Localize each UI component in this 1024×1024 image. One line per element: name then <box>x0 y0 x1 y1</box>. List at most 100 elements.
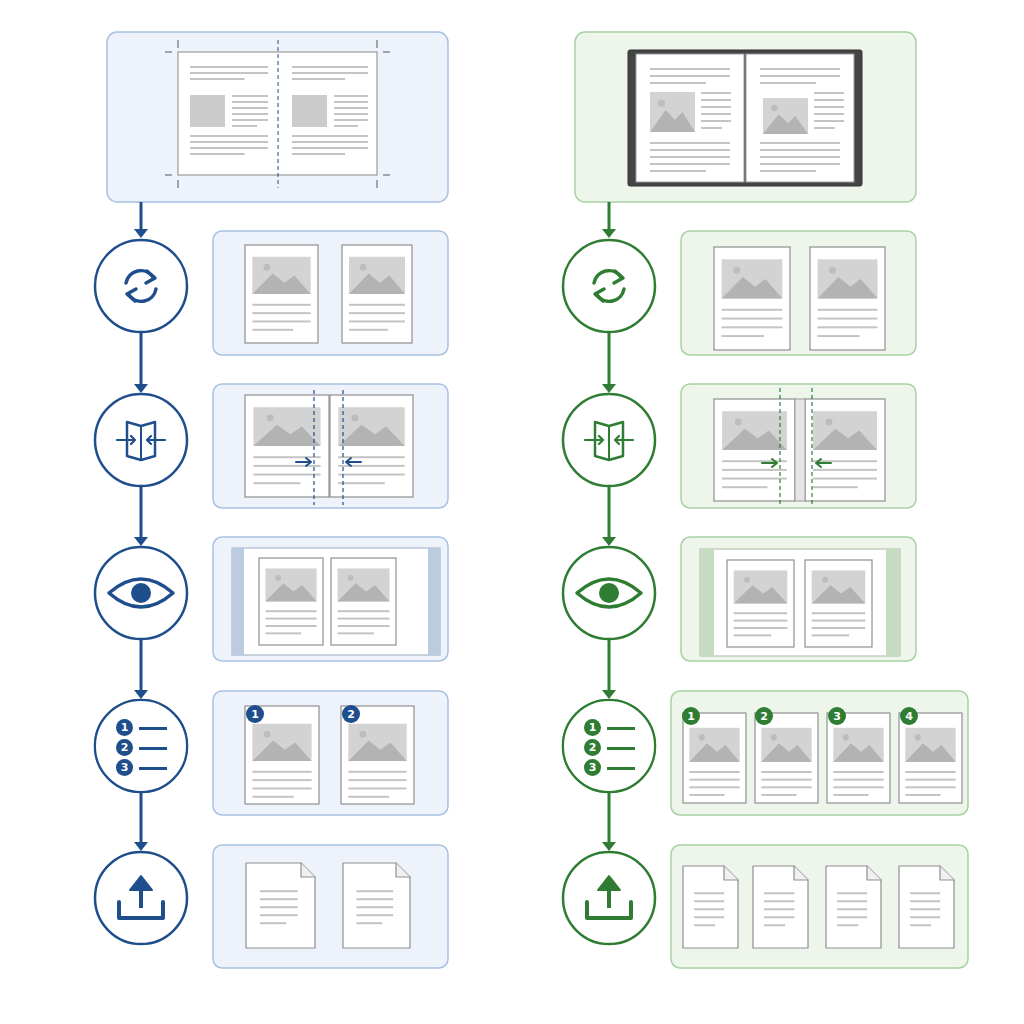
crop-mark <box>165 52 172 53</box>
sun <box>771 105 777 111</box>
text-line <box>650 156 730 158</box>
text-line <box>650 149 730 151</box>
text-line <box>348 779 406 781</box>
list-row: 1 <box>584 719 636 737</box>
text-line <box>905 779 955 781</box>
text-line <box>701 113 731 115</box>
crop-mark <box>377 180 378 188</box>
text-line <box>650 75 730 77</box>
text-line <box>260 906 298 908</box>
flow-arrow <box>140 793 143 844</box>
text-line <box>338 632 374 634</box>
gutter-guide <box>313 390 314 505</box>
step-panel <box>213 384 448 508</box>
text-line <box>818 309 878 311</box>
preview-bar <box>886 549 900 656</box>
arrow-head <box>602 842 616 851</box>
image-placeholder <box>252 257 310 294</box>
spine-gap <box>795 399 805 501</box>
flow-arrow <box>608 202 611 231</box>
list-number: 2 <box>116 739 133 756</box>
document-fold <box>940 866 954 880</box>
step-circle <box>563 700 655 792</box>
text-line <box>252 779 311 781</box>
flow-arrow <box>140 640 143 692</box>
text-line <box>190 66 268 68</box>
text-line <box>760 68 840 70</box>
inward-arrow <box>147 436 165 444</box>
text-line <box>837 924 858 926</box>
text-line <box>722 318 783 320</box>
image-placeholder <box>338 568 390 601</box>
eye-pupil <box>131 583 151 603</box>
text-line <box>694 900 724 902</box>
text-line <box>356 922 382 924</box>
text-line <box>253 456 320 458</box>
page <box>827 713 890 803</box>
document <box>753 866 808 948</box>
list-row: 2 <box>584 739 636 757</box>
text-line <box>764 916 794 918</box>
text-line <box>905 771 955 773</box>
text-line <box>837 916 867 918</box>
list-row: 1 <box>116 719 168 737</box>
export-icon <box>119 876 163 918</box>
text-line <box>334 125 358 127</box>
text-line <box>232 95 268 97</box>
text-line <box>694 924 715 926</box>
text-line <box>252 796 293 798</box>
crop-mark <box>165 175 172 176</box>
text-line <box>760 75 840 77</box>
preview-icon <box>109 579 173 607</box>
text-line <box>338 465 404 467</box>
image-placeholder <box>252 724 311 761</box>
text-line <box>650 142 730 144</box>
image-placeholder <box>253 407 320 446</box>
sun <box>843 734 849 740</box>
mountain <box>252 741 311 761</box>
book-spine <box>608 426 610 460</box>
text-line <box>292 153 345 155</box>
arrow-head <box>134 229 148 238</box>
step-panel <box>681 231 916 355</box>
mountain <box>252 274 310 294</box>
text-line <box>734 627 788 629</box>
page-number: 2 <box>760 711 768 722</box>
text-line <box>232 101 268 103</box>
arrow-head <box>134 690 148 699</box>
spread-icon <box>117 422 165 460</box>
step-panel <box>671 845 968 968</box>
text-line <box>764 892 794 894</box>
inward-arrow <box>615 436 633 444</box>
inward-arrow <box>346 458 361 466</box>
text-line <box>818 318 878 320</box>
document-fold <box>396 863 410 877</box>
document <box>343 863 410 948</box>
text-line <box>814 99 844 101</box>
flow-arrow <box>608 333 611 386</box>
document <box>826 866 881 948</box>
gutter-guide <box>342 390 343 505</box>
sun <box>658 100 665 107</box>
book-page <box>746 54 854 182</box>
sun <box>733 267 740 274</box>
book-cover <box>628 50 862 186</box>
page-number-badge: 2 <box>342 705 360 723</box>
text-line <box>689 779 739 781</box>
text-line <box>833 779 883 781</box>
text-line <box>334 113 368 115</box>
text-line <box>812 612 866 614</box>
text-line <box>338 482 384 484</box>
crop-mark <box>377 40 378 48</box>
text-line <box>760 170 816 172</box>
text-line <box>910 908 940 910</box>
sync-head <box>146 271 155 283</box>
text-line <box>292 147 368 149</box>
preview-frame <box>700 549 900 656</box>
page <box>714 399 795 501</box>
text-line <box>348 771 406 773</box>
step-panel <box>213 537 448 661</box>
step-circle <box>95 394 187 486</box>
